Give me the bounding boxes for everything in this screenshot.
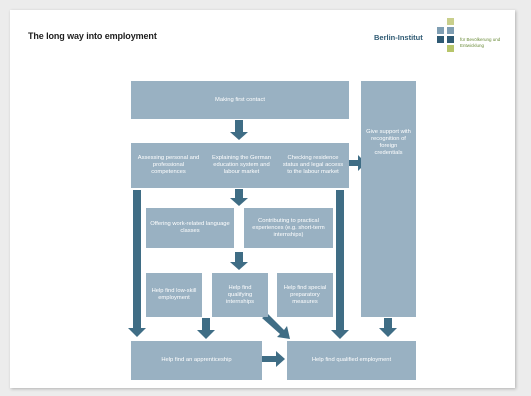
logo-subtitle: für Bevölkerung und Entwicklung	[460, 37, 501, 48]
box-credentials: Give support with recognition of foreign…	[361, 81, 416, 317]
logo-name: Berlin-Institut	[374, 33, 423, 42]
box-qualified: Help find qualified employment	[287, 341, 416, 380]
box-qualifying: Help find qualifying internships	[212, 273, 268, 317]
arrow-credentials-down	[379, 318, 397, 337]
page-title: The long way into employment	[28, 31, 157, 41]
arrow-internships-diagonal	[262, 314, 290, 339]
arrow-row3-to-row4	[230, 252, 248, 270]
logo-mark-icon	[437, 18, 465, 54]
arrow-right-to-qualified	[331, 190, 349, 339]
slide-page	[10, 10, 515, 388]
box-practical: Contributing to practical experiences (e…	[244, 208, 333, 248]
arrow-apprenticeship-to-qualified	[262, 351, 285, 367]
box-assessing: Assessing personal and professional comp…	[131, 143, 206, 188]
box-low-skill: Help find low-skill employment	[146, 273, 202, 317]
box-special: Help find special preparatory measures	[277, 273, 333, 317]
box-apprenticeship: Help find an apprenticeship	[131, 341, 262, 380]
arrow-row2-to-row3	[230, 189, 248, 206]
arrow-contact-to-row2	[230, 120, 248, 140]
box-checking: Checking residence status and legal acce…	[277, 143, 349, 188]
arrow-left-to-apprenticeship	[128, 190, 146, 337]
box-language: Offering work-related language classes	[146, 208, 234, 248]
box-explaining: Explaining the German education system a…	[206, 143, 277, 188]
arrow-lowskill-down	[197, 318, 215, 339]
box-first-contact: Making first contact	[131, 81, 349, 119]
